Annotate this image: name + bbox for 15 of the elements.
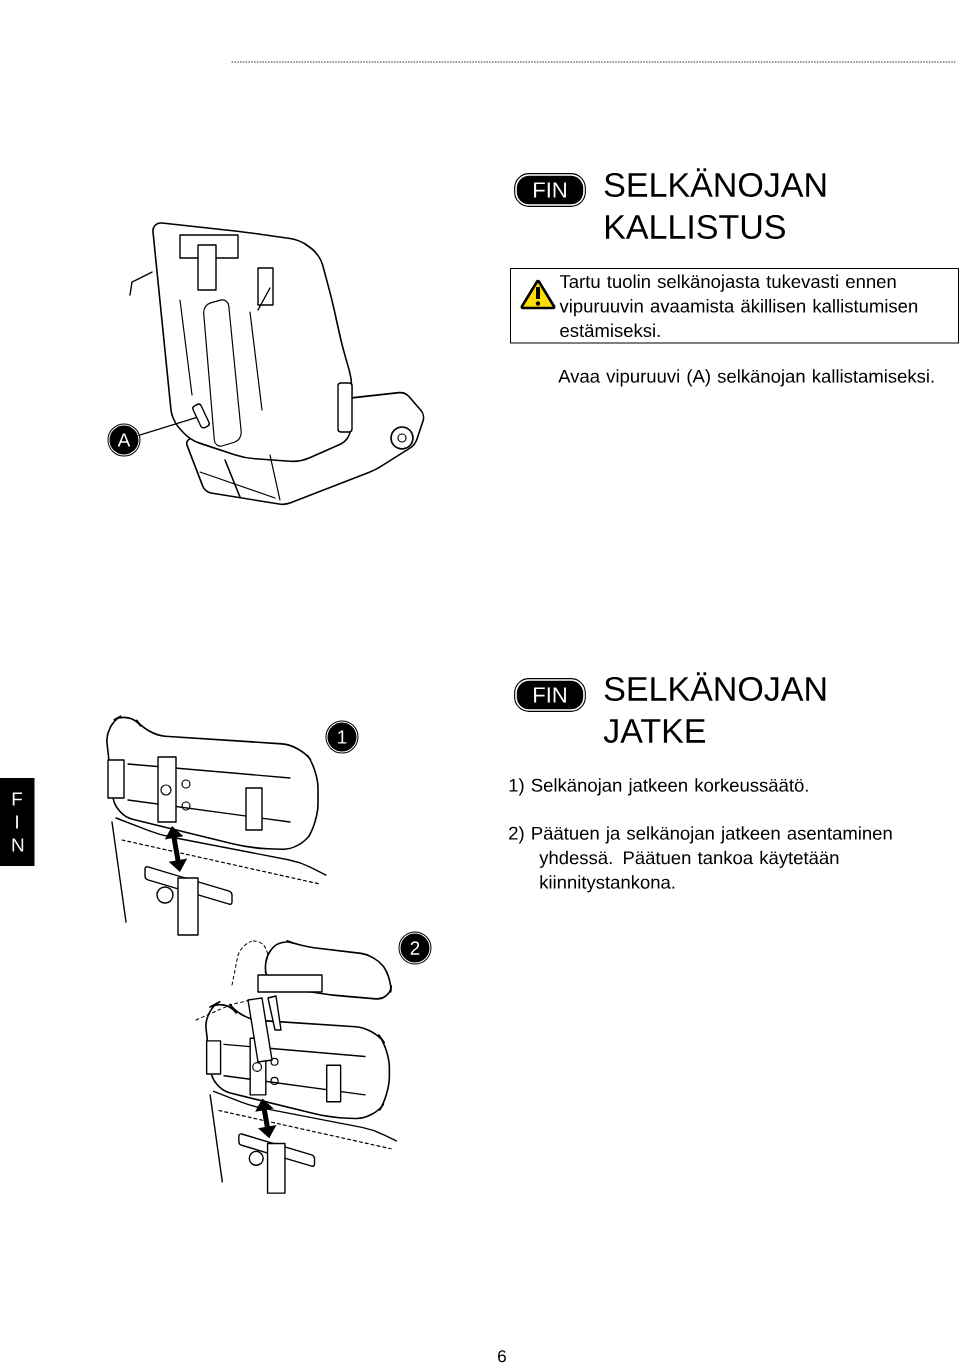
list-item: 2) Päätuen ja selkänojan jatkeen asentaminen yhdessä. Päätuen tankoa käytetään kiinnitystankona.: [509, 826, 892, 893]
warning-box: Tartu tuolin selkänojasta tukevasti ennen vipuruuvin avaamista äkillisen kallistumisen estämiseksi.: [510, 268, 959, 344]
leader-line: [138, 416, 197, 436]
callout-number: 2: [398, 931, 432, 965]
page-number: 6: [498, 1350, 506, 1363]
heading: SELKÄNOJAN KALLISTUS: [604, 168, 826, 239]
callout-number: 1: [325, 720, 359, 754]
language-badge: FIN: [514, 678, 586, 712]
callout-number: A: [107, 423, 141, 457]
list-item: 1) Selkänojan jatkeen korkeussäätö.: [509, 778, 808, 796]
heading: SELKÄNOJAN JATKE: [603, 672, 826, 743]
language-tab: F I N: [0, 778, 35, 866]
instruction-text: Avaa vipuruuvi (A) selkänojan kallistamiseksi.: [558, 369, 934, 387]
language-badge: FIN: [514, 173, 586, 207]
lever: [192, 403, 210, 429]
